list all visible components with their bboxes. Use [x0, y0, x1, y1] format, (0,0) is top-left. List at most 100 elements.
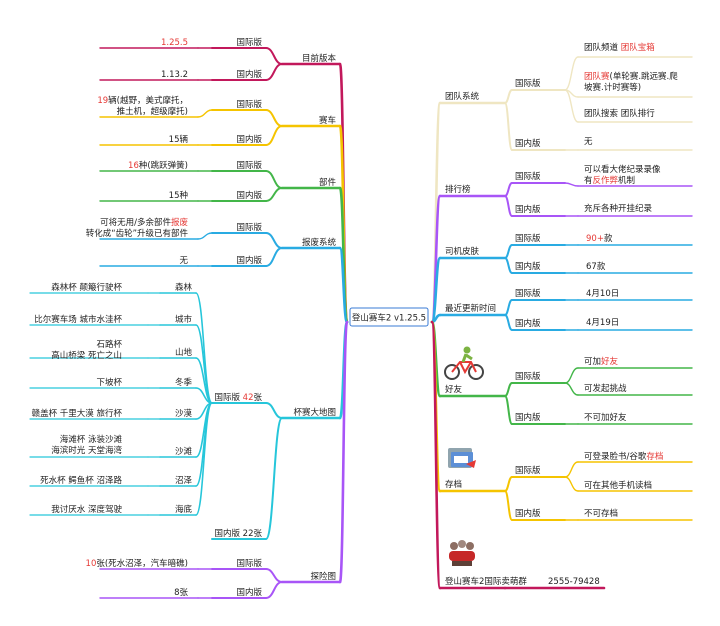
leaf-edge	[564, 56, 579, 91]
version-label-part: 国内版	[515, 204, 541, 215]
cup-region-冬季-part: 冬季	[175, 377, 193, 388]
cup-region-城市[interactable]: 城市	[175, 314, 193, 325]
version-label[interactable]: 国际版	[236, 37, 262, 48]
version-label[interactable]: 国内版	[515, 412, 541, 423]
version-label[interactable]: 国内版	[236, 587, 262, 598]
version-label[interactable]: 国际版	[236, 222, 262, 233]
leaf-text-part: 10	[86, 559, 97, 569]
cup-region-海底[interactable]: 海底	[175, 504, 193, 515]
branch-目前版本[interactable]: 目前版本	[302, 53, 337, 64]
version-label[interactable]: 国内版	[515, 204, 541, 215]
version-label-part: 国内版	[515, 138, 541, 149]
leaf-text: 转化成“齿轮”升级已有部件	[86, 228, 189, 239]
version-label[interactable]: 国际版	[236, 160, 262, 171]
leaf-text: 15辆	[169, 134, 189, 145]
sub-edge	[265, 47, 283, 65]
leaf-edge	[564, 461, 579, 478]
leaf-text: 可加好友	[584, 356, 619, 367]
version-label[interactable]: 国内版	[236, 190, 262, 201]
leaf-text-part: 团队频道	[584, 42, 621, 53]
cup-list-part: 海滨时光 天堂海湾	[51, 445, 122, 456]
leaf-text: 4月10日	[586, 289, 619, 299]
version-label[interactable]: 国际版	[236, 99, 262, 110]
cup-map-intl-label[interactable]: 国际版 42张	[214, 392, 262, 403]
branch-司机皮肤[interactable]: 司机皮肤	[445, 246, 480, 257]
branch-存档-part: 存档	[445, 479, 462, 490]
version-label[interactable]: 国内版	[515, 138, 541, 149]
cup-region-edge	[195, 324, 213, 404]
leaf-text-part: 充斥各种开挂纪录	[584, 203, 653, 214]
leaf-text-part: 辆(越野，美式摩托，	[108, 95, 188, 106]
leaf-text: 1.25.5	[161, 38, 188, 48]
leaf-text-part: 存档	[646, 451, 663, 462]
sub-edge	[504, 382, 513, 397]
leaf-text: 充斥各种开挂纪录	[584, 203, 653, 214]
version-label[interactable]: 国际版	[515, 288, 541, 299]
leaf-text-part: 款	[604, 233, 613, 244]
leaf-text-part: 1.13.2	[161, 70, 188, 80]
sub-edge	[504, 195, 513, 217]
version-label[interactable]: 国际版	[515, 465, 541, 476]
cup-region-edge	[195, 357, 213, 404]
branch-edge-left	[338, 320, 349, 584]
leaf-text: 坡赛.计时赛等)	[584, 82, 641, 93]
version-label[interactable]: 国际版	[515, 171, 541, 182]
version-label-part: 国内版	[515, 261, 541, 272]
version-label[interactable]: 国内版	[515, 318, 541, 329]
sub-edge	[265, 232, 283, 249]
version-label[interactable]: 国内版	[515, 508, 541, 519]
leaf-text-part: 16	[128, 161, 139, 171]
group-number-part: 2555-79428	[548, 577, 600, 587]
cup-list-part: 海滩杯 泳装沙滩	[60, 434, 123, 445]
version-label[interactable]: 国际版	[236, 558, 262, 569]
cup-region-edge	[195, 402, 213, 516]
version-label[interactable]: 国内版	[236, 255, 262, 266]
version-label-part: 国内版	[236, 69, 262, 80]
branch-排行榜[interactable]: 排行榜	[445, 184, 471, 195]
version-label-part: 国内版	[236, 134, 262, 145]
cup-region-森林[interactable]: 森林	[175, 282, 193, 293]
leaf-text-part: 不可存档	[584, 508, 618, 519]
leaf-text-part: 张(死水沼泽，汽车暗礁)	[96, 558, 188, 569]
branch-好友[interactable]: 好友	[445, 384, 463, 395]
version-label[interactable]: 国际版	[515, 233, 541, 244]
cup-region-山地[interactable]: 山地	[175, 347, 193, 358]
cup-region-沙漠[interactable]: 沙漠	[175, 408, 193, 419]
cup-list-part: 森林杯 颠簸行驶杯	[51, 282, 122, 293]
version-label[interactable]: 国内版	[236, 134, 262, 145]
sub-edge	[504, 490, 513, 521]
leaf-edge	[197, 232, 213, 240]
branch-报废系统[interactable]: 报废系统	[302, 237, 337, 248]
version-label[interactable]: 国际版	[515, 371, 541, 382]
leaf-text-part: 可登录脸书/谷歌	[584, 451, 647, 462]
leaf-edge	[197, 109, 213, 118]
cup-map-node[interactable]: 国内版 22张	[214, 528, 262, 539]
version-label[interactable]: 国内版	[236, 69, 262, 80]
branch-部件[interactable]: 部件	[319, 177, 337, 188]
leaf-edge	[564, 182, 579, 187]
branch-排行榜-part: 排行榜	[445, 184, 471, 195]
leaf-text-part: 4月19日	[586, 318, 619, 328]
branch-探险图[interactable]: 探险图	[310, 571, 336, 582]
branch-部件-part: 部件	[319, 177, 337, 188]
cup-list-part: 我讨厌水 深度驾驶	[51, 504, 122, 515]
cup-list: 高山桥梁 死亡之山	[51, 350, 122, 361]
version-label-part: 国内版	[515, 412, 541, 423]
version-label[interactable]: 国际版	[515, 78, 541, 89]
leaf-edge	[564, 476, 579, 492]
leaf-text: 团队搜索 团队排行	[584, 108, 655, 119]
branch-杯赛大地图-part: 杯赛大地图	[293, 407, 336, 418]
branch-edge-right	[430, 256, 442, 324]
version-label[interactable]: 国内版	[515, 261, 541, 272]
branch-赛车[interactable]: 赛车	[319, 115, 336, 126]
branch-登山赛车2国际卖萌群[interactable]: 登山赛车2国际卖萌群	[445, 576, 527, 587]
branch-团队系统[interactable]: 团队系统	[445, 91, 480, 102]
cup-region-沼泽[interactable]: 沼泽	[175, 476, 193, 486]
branch-存档[interactable]: 存档	[445, 479, 462, 490]
branch-杯赛大地图[interactable]: 杯赛大地图	[293, 407, 336, 418]
root-node[interactable]: 登山赛车2 v1.25.5	[349, 307, 429, 327]
cup-region-冬季[interactable]: 冬季	[175, 377, 193, 388]
cup-region-沙滩[interactable]: 沙滩	[175, 446, 193, 457]
branch-最近更新时间[interactable]: 最近更新时间	[445, 303, 496, 314]
leaf-text-part: 报废	[171, 217, 189, 228]
